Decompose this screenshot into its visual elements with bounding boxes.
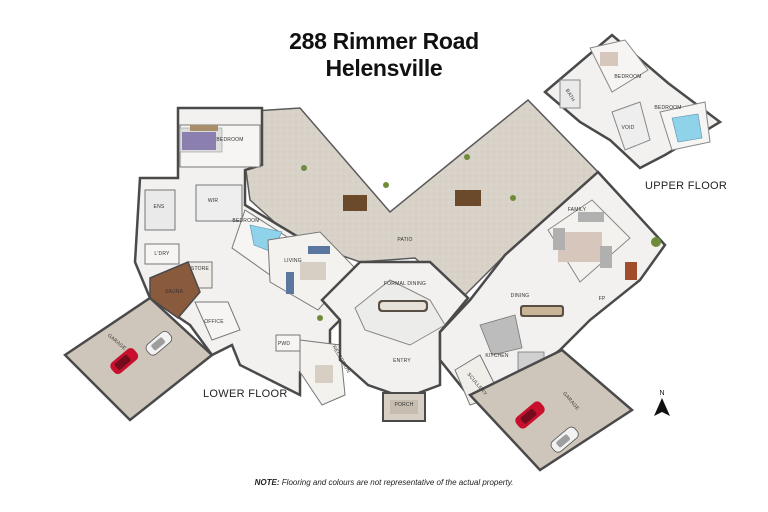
left-wing bbox=[133, 106, 362, 406]
label-sauna: SAUNA bbox=[165, 289, 184, 295]
right-garage bbox=[467, 348, 635, 472]
label-fp: FP bbox=[599, 296, 606, 302]
north-arrow: N bbox=[654, 390, 670, 416]
label-upper-bedroom-1: BEDROOM bbox=[614, 74, 641, 80]
label-bedroom-2: BEDROOM bbox=[232, 218, 259, 224]
compass-n-label: N bbox=[659, 390, 664, 397]
label-wir: WIR bbox=[208, 198, 219, 204]
plan-title-line1: 288 Rimmer Road bbox=[289, 28, 479, 54]
label-lower-floor: LOWER FLOOR bbox=[203, 388, 288, 400]
label-dining: DINING bbox=[511, 293, 530, 299]
label-store: STORE bbox=[191, 266, 210, 272]
patio-furniture bbox=[301, 154, 661, 321]
label-office: OFFICE bbox=[204, 319, 224, 325]
label-pwd: PWD bbox=[278, 341, 290, 347]
label-upper-floor: UPPER FLOOR bbox=[645, 180, 728, 192]
label-porch: PORCH bbox=[394, 402, 413, 408]
note-text: Flooring and colours are not representat… bbox=[281, 478, 514, 487]
label-patio: PATIO bbox=[397, 237, 412, 243]
label-bedroom-main: BEDROOM bbox=[216, 137, 243, 143]
compass-arrow-icon bbox=[654, 398, 670, 416]
left-garage bbox=[63, 296, 214, 422]
plan-title-line2: Helensville bbox=[325, 55, 443, 81]
disclaimer-note: NOTE: Flooring and colours are not repre… bbox=[0, 478, 768, 487]
central-core bbox=[320, 260, 470, 422]
upper-floor bbox=[543, 33, 723, 170]
label-upper-bedroom-2: BEDROOM bbox=[654, 105, 681, 111]
label-kitchen: KITCHEN bbox=[485, 353, 509, 359]
label-formal-dining: FORMAL DINING bbox=[384, 281, 426, 287]
note-prefix: NOTE: bbox=[254, 478, 280, 487]
label-family: FAMILY bbox=[568, 207, 587, 213]
label-living: LIVING bbox=[284, 258, 302, 264]
label-entry: ENTRY bbox=[393, 358, 411, 364]
label-ldry: L'DRY bbox=[154, 251, 170, 257]
label-upper-void: VOID bbox=[621, 125, 634, 131]
label-ens: ENS bbox=[154, 204, 165, 210]
